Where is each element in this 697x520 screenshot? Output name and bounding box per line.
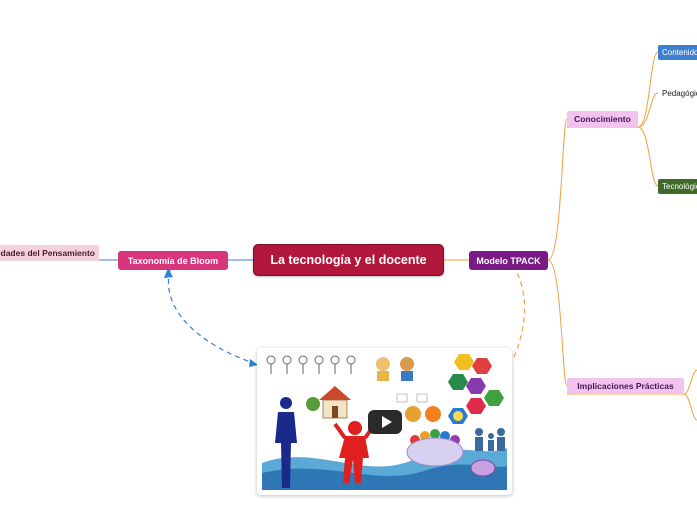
connector-tecnologico	[637, 126, 659, 187]
dashed-link-arrowhead-media	[249, 359, 258, 367]
contenido-label: Contenido	[662, 48, 697, 57]
tecnologico-label: Tecnológico	[662, 182, 697, 191]
habilidades-node[interactable]: Habilidades del Pensamiento	[0, 245, 99, 261]
video-thumbnail-illustration	[262, 354, 507, 490]
dashed-link-bloom-media	[167, 269, 257, 365]
modelo-tpack-node[interactable]: Modelo TPACK	[469, 251, 548, 270]
play-button[interactable]	[368, 410, 402, 434]
central-topic-label: La tecnología y el docente	[270, 253, 427, 267]
conocimiento-node[interactable]: Conocimiento	[567, 111, 638, 127]
tecnologico-node[interactable]: Tecnológico	[658, 179, 697, 194]
dashed-link-arrowhead-bloom	[164, 268, 173, 278]
play-icon	[381, 416, 392, 428]
contenido-node[interactable]: Contenido	[658, 45, 697, 60]
habilidades-label: Habilidades del Pensamiento	[0, 248, 95, 258]
implicaciones-node[interactable]: Implicaciones Prácticas	[567, 378, 684, 394]
taxonomia-bloom-node[interactable]: Taxonomía de Bloom	[118, 251, 228, 270]
implicaciones-label: Implicaciones Prácticas	[577, 381, 674, 391]
connector-implicaciones-a	[683, 369, 697, 395]
conocimiento-label: Conocimiento	[574, 114, 631, 124]
connector-tpack-implicaciones	[547, 259, 568, 387]
video-thumbnail-card[interactable]	[257, 348, 512, 495]
pedagogico-label: Pedagógico	[662, 88, 697, 98]
connector-contenido	[637, 51, 659, 128]
modelo-tpack-label: Modelo TPACK	[476, 255, 541, 266]
taxonomia-bloom-label: Taxonomía de Bloom	[127, 255, 219, 266]
dashed-link-tpack-media	[513, 269, 526, 358]
connector-tpack-conocimiento	[547, 118, 568, 261]
connector-pedagogico	[637, 92, 659, 128]
pedagogico-node[interactable]: Pedagógico	[658, 86, 697, 100]
central-topic-node[interactable]: La tecnología y el docente	[253, 244, 444, 276]
connector-implicaciones-b	[683, 393, 697, 421]
